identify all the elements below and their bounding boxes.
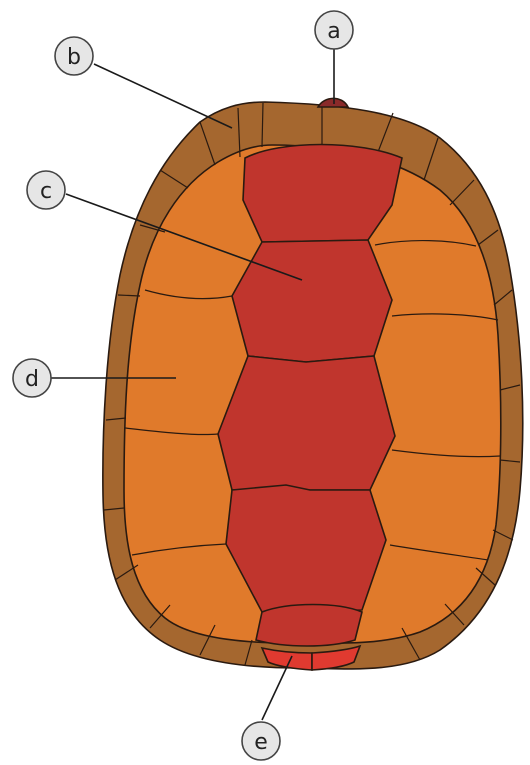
- vertebral-scute-2: [232, 240, 392, 362]
- callout-a: a: [315, 11, 353, 49]
- vertebral-scute-3: [218, 356, 395, 490]
- callout-c: c: [27, 171, 65, 209]
- callout-d: d: [13, 359, 51, 397]
- callout-d-label: d: [25, 367, 39, 392]
- callout-e: e: [242, 722, 280, 760]
- callout-b: b: [55, 37, 93, 75]
- callout-b-label: b: [67, 45, 81, 70]
- leader-line-b: [94, 64, 232, 128]
- callout-a-label: a: [327, 19, 340, 44]
- callout-c-label: c: [40, 179, 52, 204]
- callout-e-label: e: [254, 730, 268, 755]
- nuchal-scute: [318, 98, 348, 107]
- vertebral-scute-5: [256, 605, 362, 647]
